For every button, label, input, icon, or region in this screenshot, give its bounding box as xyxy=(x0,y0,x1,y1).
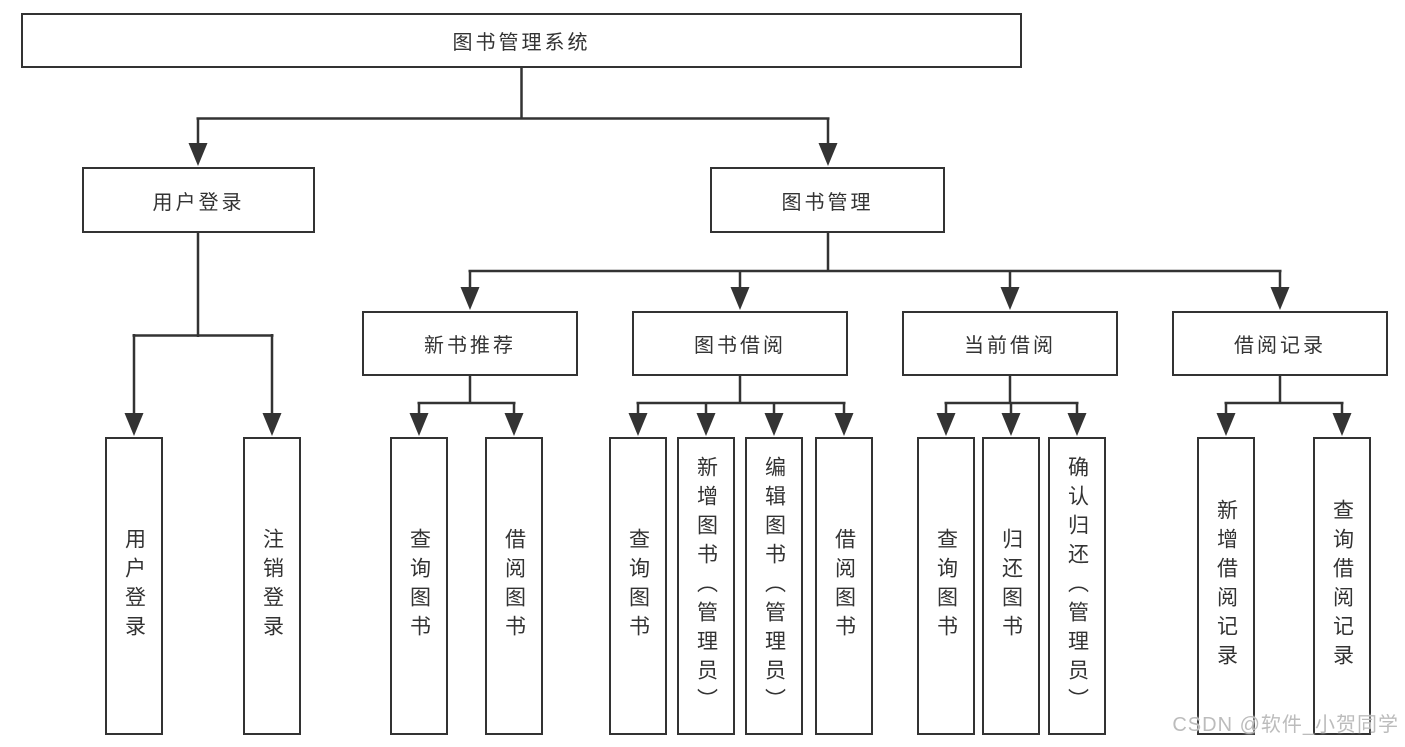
node-label: 查询图书 xyxy=(407,528,431,644)
leaf-borrow-books-recommend: 借阅图书 xyxy=(485,437,543,735)
node-label: 归还图书 xyxy=(999,528,1023,644)
node-label: 新增借阅记录 xyxy=(1214,499,1238,673)
node-label: 当前借阅 xyxy=(964,335,1056,357)
watermark: CSDN @软件_小贺同学 xyxy=(1172,714,1399,736)
leaf-add-book-admin: 新增图书（管理员） xyxy=(677,437,735,735)
leaf-add-borrow-record: 新增借阅记录 xyxy=(1197,437,1255,735)
node-label: 借阅记录 xyxy=(1234,335,1326,357)
leaf-query-books-borrow: 查询图书 xyxy=(609,437,667,735)
leaf-user-login: 用户登录 xyxy=(105,437,163,735)
node-label: 查询借阅记录 xyxy=(1330,499,1354,673)
leaf-query-books-recommend: 查询图书 xyxy=(390,437,448,735)
node-label: 借阅图书 xyxy=(502,528,526,644)
node-label: 查询图书 xyxy=(626,528,650,644)
node-book-management: 图书管理 xyxy=(710,167,945,233)
leaf-return-books: 归还图书 xyxy=(982,437,1040,735)
node-label: 确认归还（管理员） xyxy=(1065,455,1089,717)
node-library-management-system: 图书管理系统 xyxy=(21,13,1022,68)
node-label: 新书推荐 xyxy=(424,335,516,357)
node-label: 图书管理系统 xyxy=(452,32,591,54)
node-label: 图书借阅 xyxy=(694,335,786,357)
node-current-borrowing: 当前借阅 xyxy=(902,311,1118,376)
leaf-confirm-return-admin: 确认归还（管理员） xyxy=(1048,437,1106,735)
node-label: 借阅图书 xyxy=(832,528,856,644)
node-borrowing-records: 借阅记录 xyxy=(1172,311,1388,376)
node-book-borrowing: 图书借阅 xyxy=(632,311,848,376)
leaf-borrow-books: 借阅图书 xyxy=(815,437,873,735)
node-label: 用户登录 xyxy=(122,528,146,644)
leaf-query-books-current: 查询图书 xyxy=(917,437,975,735)
node-label: 注销登录 xyxy=(260,528,284,644)
node-label: 编辑图书（管理员） xyxy=(762,455,786,717)
leaf-query-borrow-record: 查询借阅记录 xyxy=(1313,437,1371,735)
node-label: 新增图书（管理员） xyxy=(694,455,718,717)
leaf-logout: 注销登录 xyxy=(243,437,301,735)
leaf-edit-book-admin: 编辑图书（管理员） xyxy=(745,437,803,735)
node-user-login: 用户登录 xyxy=(82,167,315,233)
node-label: 查询图书 xyxy=(934,528,958,644)
node-label: 图书管理 xyxy=(781,191,874,214)
node-new-book-recommendation: 新书推荐 xyxy=(362,311,578,376)
node-label: 用户登录 xyxy=(152,191,245,214)
